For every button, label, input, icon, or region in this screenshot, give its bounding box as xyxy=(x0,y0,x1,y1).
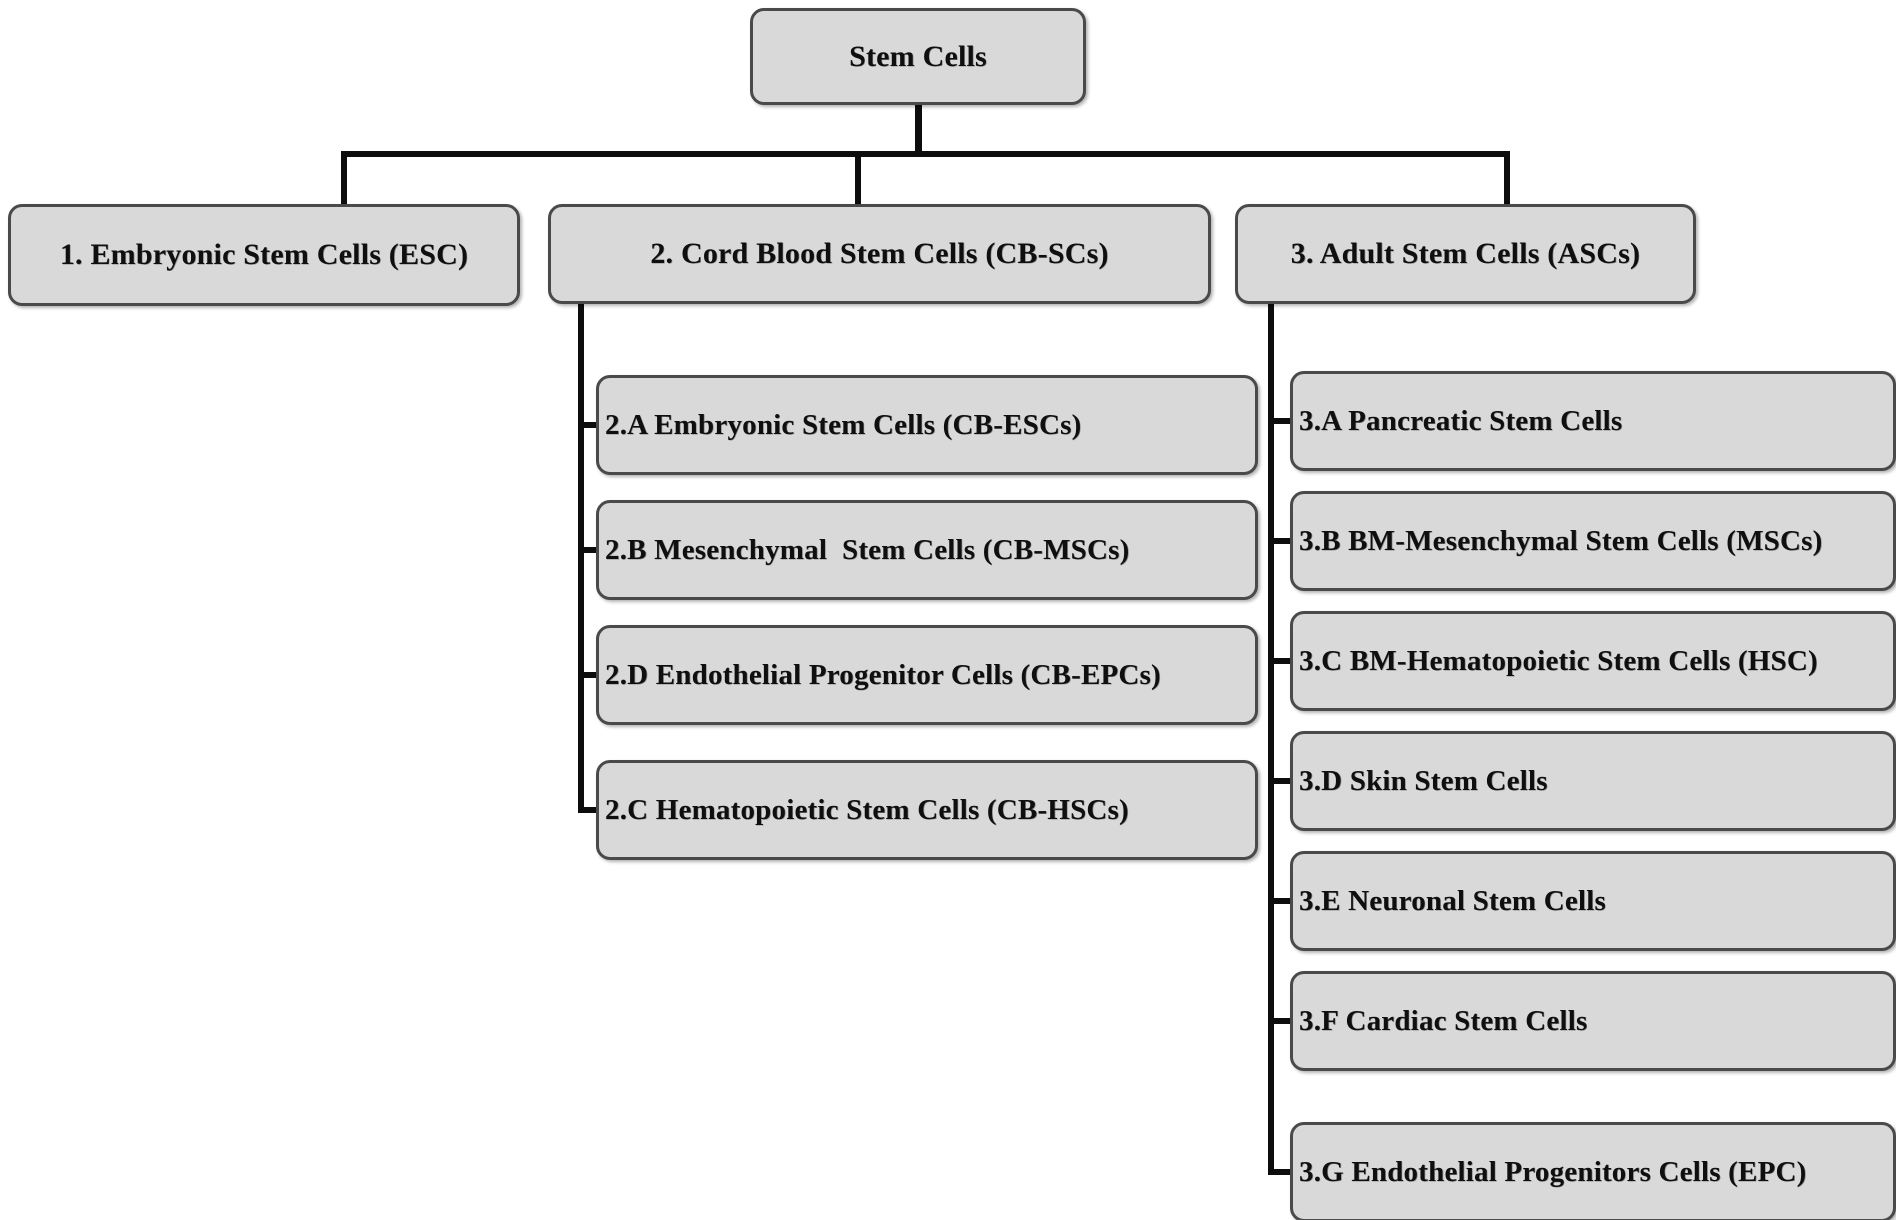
node-label: 1. Embryonic Stem Cells (ESC) xyxy=(59,238,469,272)
node-stem-cells-root[interactable]: Stem Cells xyxy=(750,8,1086,105)
node-asc-endothelial-progenitors[interactable]: 3.G Endothelial Progenitors Cells (EPC) xyxy=(1290,1122,1896,1220)
node-label: 3.C BM-Hematopoietic Stem Cells (HSC) xyxy=(1299,644,1818,677)
node-asc-skin[interactable]: 3.D Skin Stem Cells xyxy=(1290,731,1896,831)
connector-drop-to-cbsc xyxy=(855,151,861,207)
connector-asc-stub-6 xyxy=(1268,1018,1290,1024)
connector-level2-bus xyxy=(341,151,1510,157)
node-label: 3.E Neuronal Stem Cells xyxy=(1299,884,1606,917)
node-cb-esc[interactable]: 2.A Embryonic Stem Cells (CB-ESCs) xyxy=(596,375,1258,475)
node-label: Stem Cells xyxy=(849,39,987,73)
connector-asc-stub-3 xyxy=(1268,658,1290,664)
node-label: 2.D Endothelial Progenitor Cells (CB-EPC… xyxy=(605,658,1161,691)
connector-asc-stub-2 xyxy=(1268,538,1290,544)
connector-drop-to-asc xyxy=(1504,151,1510,207)
node-asc-bm-mesenchymal[interactable]: 3.B BM-Mesenchymal Stem Cells (MSCs) xyxy=(1290,491,1896,591)
node-label: 3.F Cardiac Stem Cells xyxy=(1299,1004,1588,1037)
connector-asc-stub-1 xyxy=(1268,418,1290,424)
connector-cbsc-stub-1 xyxy=(578,422,600,428)
node-label: 2.C Hematopoietic Stem Cells (CB-HSCs) xyxy=(605,793,1129,826)
node-cord-blood-stem-cells[interactable]: 2. Cord Blood Stem Cells (CB-SCs) xyxy=(548,204,1211,304)
connector-root-stem xyxy=(915,105,922,157)
node-label: 3.G Endothelial Progenitors Cells (EPC) xyxy=(1299,1155,1807,1188)
node-asc-cardiac[interactable]: 3.F Cardiac Stem Cells xyxy=(1290,971,1896,1071)
node-label: 3.B BM-Mesenchymal Stem Cells (MSCs) xyxy=(1299,524,1823,557)
connector-cbsc-stub-2 xyxy=(578,547,600,553)
node-label: 2.A Embryonic Stem Cells (CB-ESCs) xyxy=(605,408,1082,441)
node-embryonic-stem-cells[interactable]: 1. Embryonic Stem Cells (ESC) xyxy=(8,204,520,306)
node-asc-bm-hematopoietic[interactable]: 3.C BM-Hematopoietic Stem Cells (HSC) xyxy=(1290,611,1896,711)
connector-asc-spine xyxy=(1268,300,1274,1175)
node-cb-msc[interactable]: 2.B Mesenchymal Stem Cells (CB-MSCs) xyxy=(596,500,1258,600)
node-label: 3. Adult Stem Cells (ASCs) xyxy=(1290,237,1641,271)
connector-asc-stub-5 xyxy=(1268,898,1290,904)
node-asc-neuronal[interactable]: 3.E Neuronal Stem Cells xyxy=(1290,851,1896,951)
connector-cbsc-stub-3 xyxy=(578,672,600,678)
connector-drop-to-esc xyxy=(341,151,347,207)
connector-cbsc-spine xyxy=(578,300,584,813)
connector-cbsc-stub-4 xyxy=(578,807,600,813)
node-label: 3.D Skin Stem Cells xyxy=(1299,764,1548,797)
node-label: 3.A Pancreatic Stem Cells xyxy=(1299,404,1623,437)
connector-asc-stub-7 xyxy=(1268,1169,1290,1175)
node-label: 2.B Mesenchymal Stem Cells (CB-MSCs) xyxy=(605,533,1130,566)
node-adult-stem-cells[interactable]: 3. Adult Stem Cells (ASCs) xyxy=(1235,204,1696,304)
node-asc-pancreatic[interactable]: 3.A Pancreatic Stem Cells xyxy=(1290,371,1896,471)
connector-asc-stub-4 xyxy=(1268,778,1290,784)
node-cb-hsc[interactable]: 2.C Hematopoietic Stem Cells (CB-HSCs) xyxy=(596,760,1258,860)
node-cb-epc[interactable]: 2.D Endothelial Progenitor Cells (CB-EPC… xyxy=(596,625,1258,725)
node-label: 2. Cord Blood Stem Cells (CB-SCs) xyxy=(650,237,1109,271)
